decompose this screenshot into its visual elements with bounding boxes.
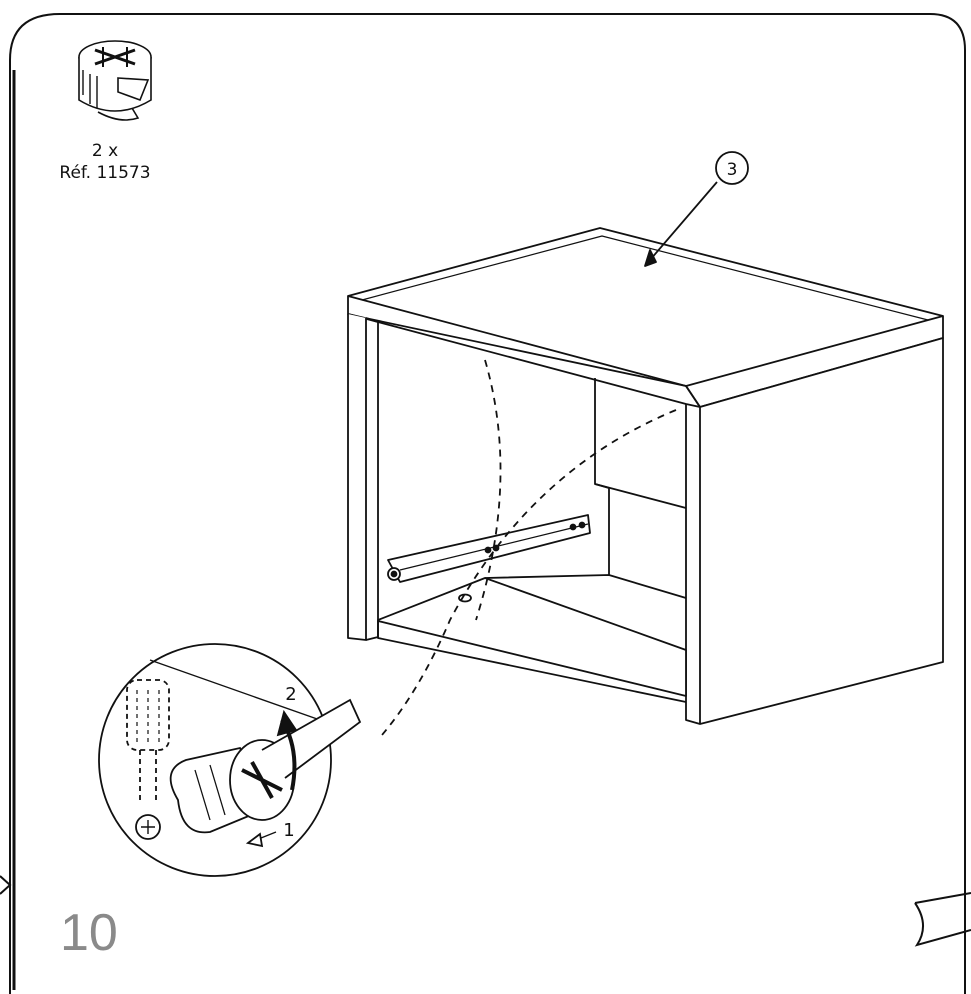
prev-page-arrow-icon (0, 875, 12, 895)
callout-top-panel: 3 (727, 160, 738, 180)
detail-circle (98, 643, 362, 877)
right-side-panel (685, 337, 944, 725)
page-border (9, 13, 966, 994)
bottom-shelf (377, 577, 687, 697)
callout-push-step: 1 (283, 820, 294, 841)
cabinet-drawing (347, 151, 944, 736)
left-side-panel (347, 314, 367, 641)
hardware-reference: Réf. 11573 (59, 163, 151, 183)
hardware-quantity: 2 x (91, 141, 119, 161)
callout-rotate-step: 2 (285, 684, 296, 705)
step-number: 10 (60, 904, 118, 962)
next-page-arrow-icon (914, 892, 971, 947)
cam-lock-fitting-icon (78, 40, 152, 121)
